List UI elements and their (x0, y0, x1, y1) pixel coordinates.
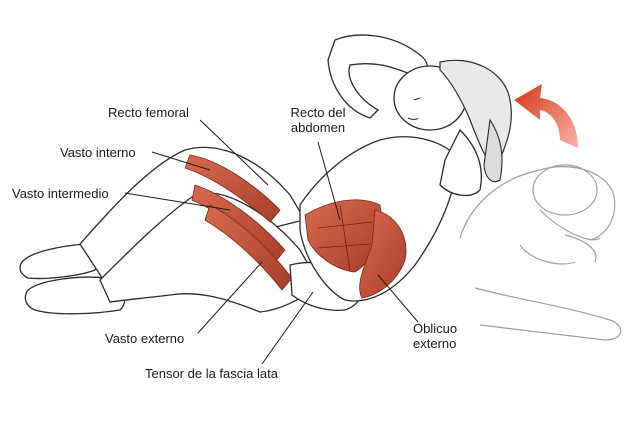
thigh-muscles (184, 154, 293, 291)
leader-lines (124, 119, 419, 365)
leader-vasto-interno (151, 151, 211, 171)
label-vasto-externo: Vasto externo (105, 331, 185, 346)
curved-up-arrow-icon (514, 84, 578, 148)
label-oblicuo-externo-line2: externo (413, 336, 457, 351)
label-vasto-intermedio: Vasto intermedio (12, 186, 109, 201)
label-oblicuo-externo-line1: Oblicuo (413, 321, 458, 336)
leader-vasto-externo (197, 261, 263, 334)
label-oblicuo-externo: Oblicuo externo (413, 321, 457, 351)
label-vasto-interno: Vasto interno (60, 145, 136, 160)
leader-vasto-intermedio (124, 192, 231, 211)
label-recto-del-abdomen: Recto del abdomen (277, 105, 359, 135)
head (393, 59, 512, 183)
label-recto-del-abdomen-line2: abdomen (290, 120, 346, 135)
leader-tensor-fascia (261, 291, 314, 365)
abdominal-muscles (304, 199, 407, 299)
label-recto-del-abdomen-line1: Recto del (290, 105, 346, 120)
feet (19, 243, 126, 315)
label-recto-femoral: Recto femoral (108, 105, 189, 120)
label-tensor-fascia-lata: Tensor de la fascia lata (145, 366, 278, 381)
ghost-figure (459, 164, 622, 341)
leader-oblicuo (377, 274, 419, 323)
arms (327, 34, 482, 197)
leader-recto-femoral (199, 119, 269, 186)
leader-recto-abdomen (317, 141, 341, 221)
